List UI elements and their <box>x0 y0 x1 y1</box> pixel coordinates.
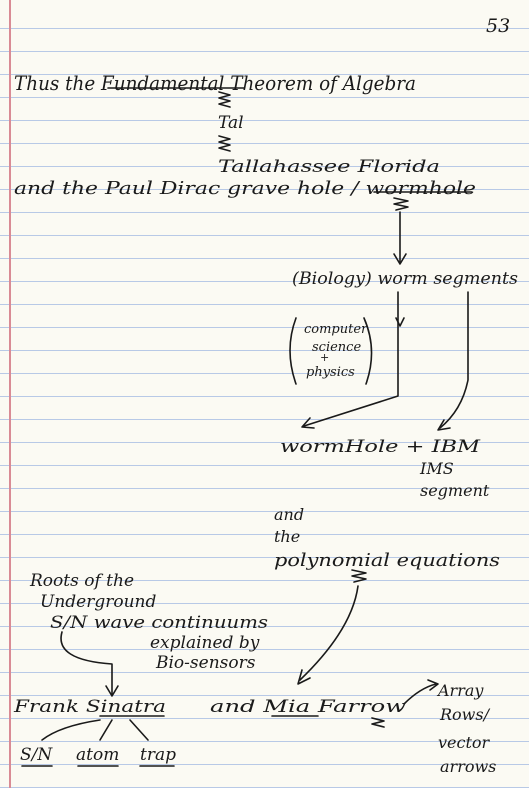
word-vector: vector <box>438 733 491 752</box>
line-roots: Roots of the <box>29 571 134 591</box>
squiggle-4 <box>351 569 367 583</box>
arrowhead-wormhole <box>301 417 315 429</box>
word-segment: segment <box>420 481 490 500</box>
arrow-to-trap <box>129 719 149 741</box>
line-underground: Underground <box>40 592 156 612</box>
arrow-to-mia <box>299 585 359 681</box>
word-computer: computer <box>304 322 368 337</box>
word-arrows: arrows <box>440 757 496 776</box>
squiggle-5 <box>371 717 385 728</box>
arrow-to-sn <box>41 719 101 741</box>
arrow-to-ibm <box>439 291 469 429</box>
word-array: Array <box>436 681 484 700</box>
word-the: the <box>274 527 300 546</box>
squiggle-1 <box>218 91 231 108</box>
page-number: 53 <box>486 15 510 37</box>
arrow-to-wormhole <box>303 291 399 427</box>
word-science: science <box>312 340 361 355</box>
word-and: and <box>274 505 304 524</box>
squiggle-3 <box>393 197 409 211</box>
word-ims: IMS <box>419 459 454 478</box>
line-tallahassee: Tallahassee Florida <box>218 157 440 177</box>
paren-left <box>289 317 297 385</box>
word-physics: physics <box>306 365 355 380</box>
arrowhead-mid <box>395 317 405 327</box>
word-atom: atom <box>76 745 119 765</box>
arrowhead-biology <box>393 253 407 265</box>
word-sn: S/N <box>20 745 53 765</box>
arrowhead-frank <box>105 685 119 697</box>
line-dirac-wormhole: and the Paul Dirac grave hole / wormhole <box>14 178 476 199</box>
arrowhead-mia <box>297 669 311 685</box>
line-polynomial: polynomial equations <box>274 550 500 571</box>
paren-right <box>363 317 373 385</box>
line-mia-farrow: and Mia Farrow <box>210 697 407 717</box>
line-frank-sinatra: Frank Sinatra <box>13 697 166 717</box>
line-fundamental-theorem: Thus the Fundamental Theorem of Algebra <box>14 71 416 95</box>
arrow-to-atom <box>99 719 113 741</box>
squiggle-2 <box>218 135 231 152</box>
line-explained: explained by <box>150 633 260 653</box>
line-wormhole-ibm: wormHole + IBM <box>280 437 481 457</box>
word-rows: Rows/ <box>439 705 491 724</box>
word-tal: Tal <box>218 113 244 133</box>
arrow-to-frank <box>60 631 113 695</box>
margin-line <box>9 0 11 788</box>
line-sn-wave: S/N wave continuums <box>50 613 268 633</box>
line-biosensors: Bio-sensors <box>155 653 256 673</box>
word-trap: trap <box>140 745 176 765</box>
line-biology-worm: (Biology) worm segments <box>292 269 518 289</box>
arrowhead-array <box>427 679 439 691</box>
arrow-to-array <box>403 683 437 705</box>
plus-sign: + <box>320 351 329 364</box>
arrowhead-ibm <box>437 419 451 431</box>
